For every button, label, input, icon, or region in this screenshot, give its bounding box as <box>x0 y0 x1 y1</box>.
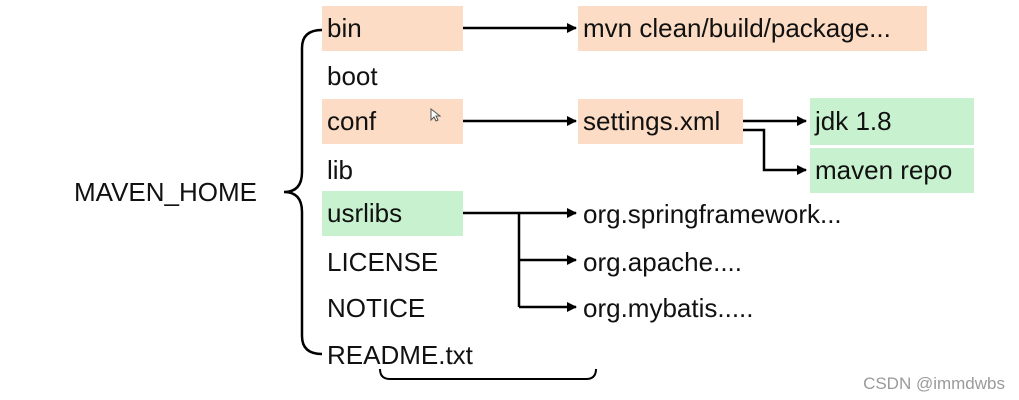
mouse-pointer-icon <box>430 108 441 122</box>
root-brace <box>283 28 323 356</box>
dir-lib: lib <box>327 155 354 185</box>
org-mybatis-label: org.mybatis..... <box>583 293 754 323</box>
dir-bin: bin <box>322 6 463 51</box>
maven-repo-box: maven repo <box>810 148 974 193</box>
org-apache-label: org.apache.... <box>583 247 742 277</box>
dir-notice: NOTICE <box>327 293 426 323</box>
arrow-settings-to-repo <box>743 128 807 175</box>
watermark-text: CSDN @immdwbs <box>863 374 1005 393</box>
bin-target-box: mvn clean/build/package... <box>578 6 927 51</box>
settings-xml-box: settings.xml <box>578 99 743 144</box>
dir-conf: conf <box>322 99 463 144</box>
bottom-bracket <box>379 368 597 380</box>
dir-boot: boot <box>327 61 378 91</box>
dir-usrlibs: usrlibs <box>322 191 463 236</box>
jdk-box: jdk 1.8 <box>810 98 974 145</box>
dir-license: LICENSE <box>327 247 439 277</box>
dir-readme: README.txt <box>327 340 473 370</box>
org-springframework-label: org.springframework... <box>583 199 842 229</box>
root-label: MAVEN_HOME <box>74 177 257 207</box>
